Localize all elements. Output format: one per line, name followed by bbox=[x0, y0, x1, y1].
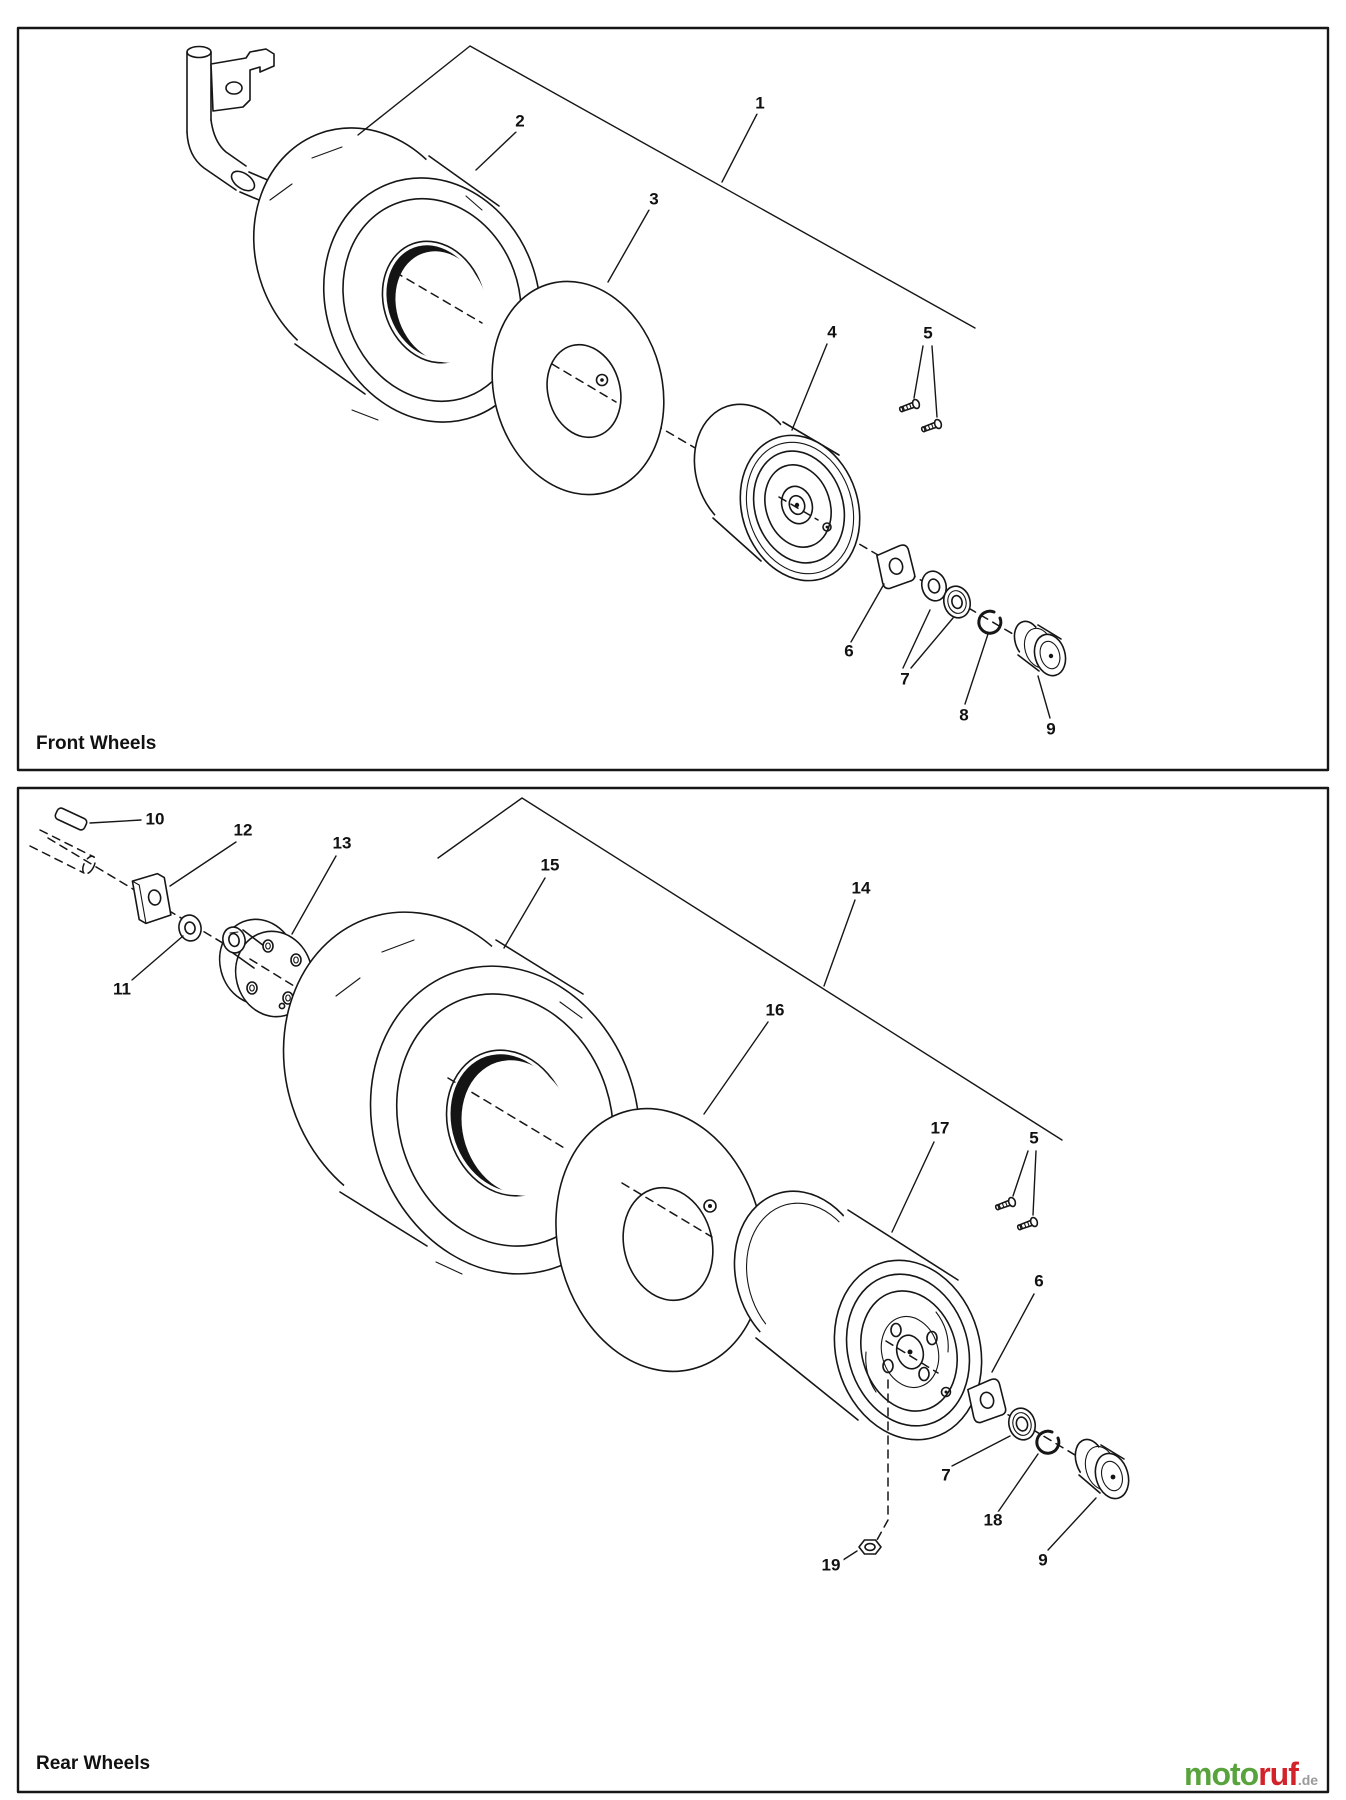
callout-front-1: 1 bbox=[752, 94, 768, 114]
callout-rear-16: 16 bbox=[762, 1001, 788, 1021]
rear-rim bbox=[733, 1190, 983, 1441]
rear-rim-bolts bbox=[994, 1196, 1039, 1231]
callout-rear-6: 6 bbox=[1031, 1272, 1047, 1292]
rear-washer bbox=[1007, 1407, 1037, 1441]
front-rim bbox=[693, 403, 861, 582]
callout-rear-12: 12 bbox=[230, 821, 256, 841]
watermark-brand-green: moto bbox=[1184, 1756, 1259, 1792]
front-panel-border bbox=[16, 26, 1330, 772]
callout-rear-10: 10 bbox=[142, 810, 168, 830]
callout-rear-19: 19 bbox=[818, 1556, 844, 1576]
callout-front-4: 4 bbox=[824, 323, 840, 343]
callout-rear-11: 11 bbox=[110, 980, 134, 1000]
front-leader-lines bbox=[357, 45, 1051, 719]
rear-wheels-title: Rear Wheels bbox=[36, 1753, 151, 1774]
rear-leader-lines bbox=[89, 797, 1097, 1561]
front-wheels-title: Front Wheels bbox=[36, 733, 157, 754]
rear-hub-cap bbox=[1074, 1438, 1130, 1500]
callout-front-2: 2 bbox=[512, 112, 528, 132]
rear-centerline-through-holes bbox=[249, 958, 939, 1374]
callout-rear-5: 5 bbox=[1026, 1129, 1042, 1149]
rear-retaining-ring bbox=[1035, 1429, 1061, 1455]
ghost-axle-shaft bbox=[29, 829, 96, 875]
callout-front-3: 3 bbox=[646, 190, 662, 210]
front-hub-cap bbox=[1013, 620, 1067, 677]
callout-front-5: 5 bbox=[920, 324, 936, 344]
callout-rear-17: 17 bbox=[927, 1119, 953, 1139]
front-bearings bbox=[920, 570, 972, 619]
callout-rear-13: 13 bbox=[329, 834, 355, 854]
callout-front-9: 9 bbox=[1043, 720, 1059, 740]
front-tire bbox=[252, 127, 542, 423]
front-rim-bolts bbox=[898, 398, 943, 433]
watermark-brand-red: ruf bbox=[1258, 1756, 1299, 1792]
rear-hub-bracket bbox=[131, 872, 172, 925]
rear-hub-plate bbox=[967, 1378, 1007, 1424]
callout-front-8: 8 bbox=[956, 706, 972, 726]
front-inner-tube bbox=[491, 280, 665, 496]
callout-rear-9: 9 bbox=[1035, 1551, 1051, 1571]
front-panel-art bbox=[16, 26, 1330, 772]
rear-panel-art bbox=[16, 786, 1330, 1794]
rear-hub-washer bbox=[178, 914, 202, 942]
front-hub-plate bbox=[876, 544, 916, 590]
callout-rear-18: 18 bbox=[980, 1511, 1006, 1531]
callout-front-7: 7 bbox=[897, 670, 913, 690]
axle-nut-assembly bbox=[858, 1379, 889, 1555]
callout-rear-7: 7 bbox=[938, 1466, 954, 1486]
callout-front-6: 6 bbox=[841, 642, 857, 662]
square-key bbox=[54, 807, 88, 831]
front-centerline-through-holes bbox=[394, 271, 819, 521]
front-retaining-ring bbox=[977, 609, 1003, 635]
watermark-tld: .de bbox=[1297, 1772, 1319, 1788]
callout-rear-15: 15 bbox=[537, 856, 563, 876]
callout-rear-14: 14 bbox=[848, 879, 874, 899]
rear-panel-border bbox=[16, 786, 1330, 1794]
